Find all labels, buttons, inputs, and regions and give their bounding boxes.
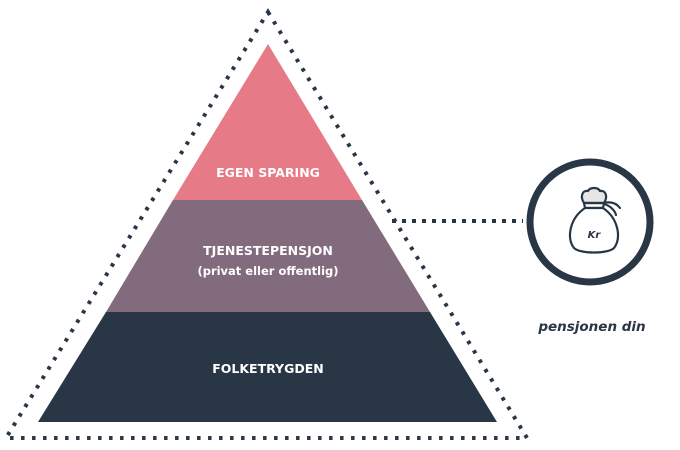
pyramid-dotted-outline: [2, 8, 531, 440]
tier-tjenestepensjon-sublabel: (privat eller offentlig): [197, 264, 338, 278]
bag-kr-text: Kr: [588, 230, 602, 241]
tier-egen-sparing-label: EGEN SPARING: [216, 165, 320, 180]
pension-caption: pensjonen din: [537, 319, 645, 335]
tier-egen-sparing: [173, 44, 362, 200]
tier-folketrygden: [38, 312, 497, 422]
tier-tjenestepensjon-label: TJENESTEPENSJON: [203, 243, 333, 258]
money-bag-icon: [568, 186, 622, 254]
tier-folketrygden-label: FOLKETRYGDEN: [212, 361, 324, 376]
tier-tjenestepensjon: [106, 200, 430, 312]
